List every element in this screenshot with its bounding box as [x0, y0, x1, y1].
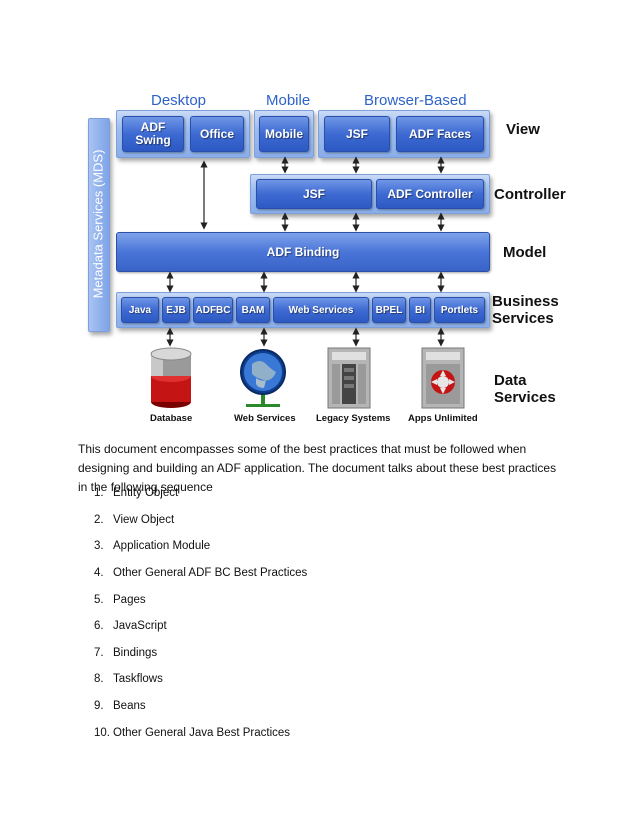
office-box: Office	[190, 116, 244, 152]
bpel-box: BPEL	[372, 297, 406, 323]
mobile-box: Mobile	[259, 116, 309, 152]
header-browser-based: Browser-Based	[364, 92, 467, 109]
list-number: 4.	[94, 567, 104, 580]
ejb-box: EJB	[162, 297, 190, 323]
list-number: 7.	[94, 646, 104, 659]
java-box: Java	[121, 297, 159, 323]
list-text: View Object	[113, 513, 175, 526]
practices-list: 1. Entity Object 2. View Object 3. Applicat…	[94, 480, 307, 746]
list-number: 10.	[94, 726, 110, 739]
list-item: 5. Pages	[94, 586, 307, 613]
caption-database: Database	[150, 413, 193, 424]
header-desktop: Desktop	[151, 92, 207, 109]
list-text: Pages	[113, 593, 146, 606]
jsf-controller-box: JSF	[256, 179, 372, 209]
portlets-box: Portlets	[434, 297, 485, 323]
caption-legacy-systems: Legacy Systems	[316, 413, 391, 424]
list-item: 6. JavaScript	[94, 613, 307, 640]
list-text: JavaScript	[113, 620, 167, 633]
list-item: 2. View Object	[94, 507, 307, 534]
list-text: Application Module	[113, 540, 211, 553]
tier-label-controller: Controller	[494, 186, 566, 203]
adf-binding-box: ADF Binding	[116, 232, 490, 272]
list-text: Beans	[113, 700, 146, 713]
list-text: Other General Java Best Practices	[113, 726, 291, 739]
list-item: 1. Entity Object	[94, 480, 307, 507]
mds-bar	[88, 118, 110, 332]
list-item: 8. Taskflows	[94, 666, 307, 693]
list-number: 6.	[94, 620, 104, 633]
apps-unlimited-server-icon	[421, 347, 465, 409]
list-text: Entity Object	[113, 487, 179, 500]
list-text: Bindings	[113, 646, 158, 659]
architecture-diagram: Desktop Mobile Browser-Based Metadata Se…	[88, 92, 566, 424]
list-item: 9. Beans	[94, 693, 307, 720]
caption-apps-unlimited: Apps Unlimited	[408, 413, 478, 424]
caption-web-services: Web Services	[234, 413, 296, 424]
list-number: 1.	[94, 487, 104, 500]
header-mobile: Mobile	[266, 92, 311, 109]
list-item: 10.Other General Java Best Practices	[94, 719, 307, 746]
tier-label-view: View	[506, 121, 540, 138]
list-text: Taskflows	[113, 673, 163, 686]
database-icon	[150, 347, 192, 408]
adf-faces-box: ADF Faces	[396, 116, 484, 152]
bam-box: BAM	[236, 297, 270, 323]
list-number: 3.	[94, 540, 104, 553]
list-number: 9.	[94, 700, 104, 713]
intro-paragraph: This document encompasses some of the be…	[78, 442, 557, 494]
list-item: 4. Other General ADF BC Best Practices	[94, 560, 307, 587]
tier-label-business-services: Business Services	[492, 293, 559, 327]
bi-box: BI	[409, 297, 431, 323]
web-services-globe-icon	[240, 349, 286, 407]
list-item: 7. Bindings	[94, 640, 307, 667]
list-text: Other General ADF BC Best Practices	[113, 567, 308, 580]
web-services-box: Web Services	[273, 297, 369, 323]
list-number: 2.	[94, 513, 104, 526]
adf-swing-box: ADF Swing	[122, 116, 184, 152]
list-number: 5.	[94, 593, 104, 606]
list-item: 3. Application Module	[94, 533, 307, 560]
tier-label-data-services: Data Services	[494, 372, 556, 406]
arrows-layer	[166, 156, 445, 347]
adfbc-box: ADFBC	[193, 297, 233, 323]
tier-label-model: Model	[503, 244, 547, 261]
jsf-view-box: JSF	[324, 116, 390, 152]
legacy-server-icon	[327, 347, 371, 409]
adf-controller-box: ADF Controller	[376, 179, 484, 209]
list-number: 8.	[94, 673, 104, 686]
